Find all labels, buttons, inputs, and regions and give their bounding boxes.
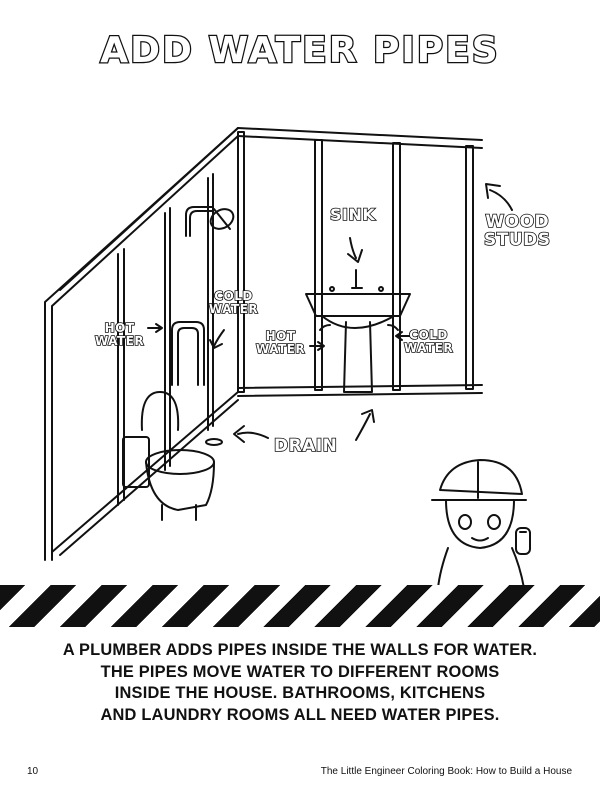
page-number: 10	[27, 766, 39, 777]
body-text: A PLUMBER ADDS PIPES INSIDE THE WALLS FO…	[62, 641, 538, 724]
curved-arrow-icon	[147, 183, 513, 443]
bathroom-illustration	[44, 127, 531, 589]
label-wood-studs: WOOD STUDS	[483, 212, 551, 250]
toilet-icon	[122, 391, 215, 521]
left-water-pipes	[171, 321, 205, 386]
floor-drain-icon	[205, 438, 223, 446]
label-hot-water-left: HOT WATER	[94, 321, 145, 348]
label-hot-water-sink: HOT WATER	[255, 329, 306, 356]
sink-icon	[305, 269, 411, 393]
label-sink: SINK	[329, 205, 376, 224]
label-cold-water-sink: COLD WATER	[403, 328, 454, 355]
engineer-character	[431, 459, 531, 589]
hazard-stripe-divider	[0, 585, 600, 627]
showerhead-icon	[185, 206, 235, 237]
label-drain: DRAIN	[273, 436, 338, 456]
back-wall-frame	[237, 127, 483, 397]
page-title: ADD WATER PIPES	[99, 29, 500, 73]
label-cold-water-left: COLD WATER	[208, 289, 259, 316]
book-title: The Little Engineer Coloring Book: How t…	[320, 766, 572, 777]
